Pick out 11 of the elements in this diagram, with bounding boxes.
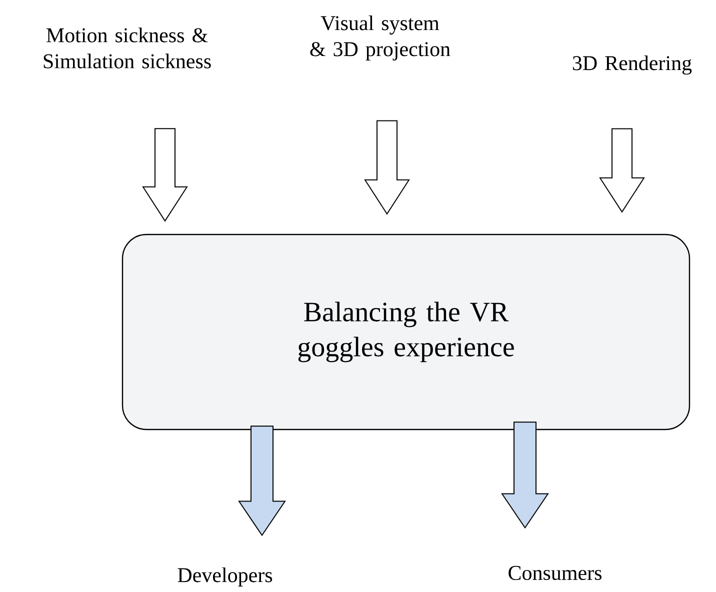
rounded-box: Balancing the VR goggles experience bbox=[122, 234, 690, 430]
label-text: Motion sickness & Simulation sickness bbox=[44, 28, 211, 68]
block-arrow bbox=[599, 128, 645, 213]
label-text: Visual system & 3D projection bbox=[310, 15, 450, 61]
label-text: 3D Rendering bbox=[572, 55, 692, 75]
block-arrow bbox=[364, 120, 410, 215]
label-text: Consumers bbox=[508, 566, 602, 580]
label-text: Developers bbox=[178, 567, 272, 586]
block-arrow bbox=[238, 426, 286, 536]
block-arrow bbox=[142, 128, 188, 222]
block-arrow bbox=[501, 422, 549, 529]
